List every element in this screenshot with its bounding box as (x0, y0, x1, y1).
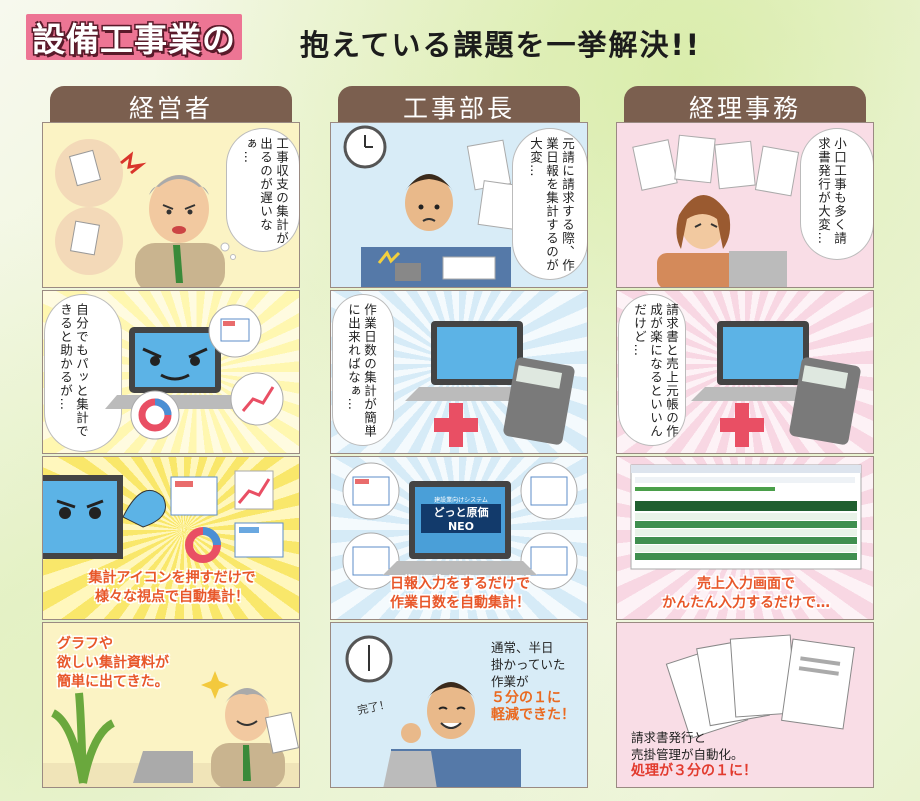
manager-result-text: 通常、半日 掛かっていた 作業が ５分の１に 軽減できた！ (491, 639, 575, 724)
caption-line: 簡単に出てきた。 (57, 674, 169, 690)
executive-thought-1: 工事収支の集計が出るのが遅いなぁ… (242, 137, 289, 245)
software-logo-small: 建設業向けシステム (434, 497, 488, 504)
header-highlight-box: 設備工事業の (26, 14, 242, 60)
caption-line: 作業日数を自動集計！ (390, 595, 530, 611)
column-header-manager: 工事部長 (338, 86, 580, 128)
accounting-panel-2: 請求書と売上元帳の作成が楽になるといいんだけど… (616, 290, 874, 454)
executive-caption-3: 集計アイコンを押すだけで 様々な視点で自動集計！ (43, 569, 299, 607)
smiling-laptop-illustration (105, 304, 284, 440)
caption-line: 売上入力画面で (697, 576, 795, 592)
accounting-panel-4: 請求書発行と 売掛管理が自動化。 処理が３分の１に！ (616, 622, 874, 788)
laptop-calculator-illustration (691, 321, 861, 447)
result-highlight: 処理が３分の１に！ (631, 763, 757, 779)
page-header: 設備工事業の 抱えている課題を一挙解決!! (0, 8, 920, 66)
software-logo: 建設業向けシステム どっと原価NEO (421, 495, 501, 533)
manager-panel-4: 完了！ 通常、半日 掛かっていた 作業が ５分の１に 軽減できた！ (330, 622, 588, 788)
caption-line: かんたん入力するだけで… (662, 595, 830, 611)
manager-thought-2: 作業日数の集計が簡単に出来ればなぁ… (346, 303, 377, 438)
accounting-result-text: 請求書発行と 売掛管理が自動化。 処理が３分の１に！ (631, 729, 757, 780)
speech-bubble (227, 129, 299, 251)
executive-panel-3: 集計アイコンを押すだけで 様々な視点で自動集計！ (42, 456, 300, 620)
caption-line: 様々な視点で自動集計！ (95, 589, 249, 605)
result-highlight: 軽減できた！ (491, 707, 575, 723)
caption-line: グラフや (57, 636, 113, 652)
executive-worried-illustration (55, 139, 236, 287)
executive-panel-1: 工事収支の集計が出るのが遅いなぁ… (42, 122, 300, 288)
result-line: 通常、半日 (491, 640, 554, 655)
software-logo-name: どっと原価NEO (421, 504, 501, 533)
speech-bubble (801, 129, 873, 259)
result-line: 掛かっていた (491, 657, 566, 672)
invoice-documents-illustration (665, 634, 855, 739)
manager-panel-2: 作業日数の集計が簡単に出来ればなぁ… (330, 290, 588, 454)
column-header-accounting: 経理事務 (624, 86, 866, 128)
accounting-thought-1: 小口工事も多く請求書発行が大変… (816, 137, 847, 245)
caption-line: 集計アイコンを押すだけで (88, 570, 256, 586)
thought-bubble (45, 295, 121, 451)
accounting-overwhelmed-illustration (632, 134, 800, 287)
manager-busy-illustration (343, 125, 521, 287)
executive-panel-2: 自分でもパッと集計できると助かるが… (42, 290, 300, 454)
accounting-panel-1: 小口工事も多く請求書発行が大変… (616, 122, 874, 288)
result-line: 請求書発行と (631, 730, 707, 745)
manager-ok-illustration (345, 635, 521, 787)
result-line: 売掛管理が自動化。 (631, 747, 744, 762)
column-header-executive: 経営者 (50, 86, 292, 128)
speech-bubble (513, 129, 587, 279)
caption-line: 日報入力をするだけで (390, 576, 530, 592)
thought-bubble (619, 295, 685, 445)
header-title-text: 抱えている課題を一挙解決!! (300, 28, 702, 62)
laptop-calculator-illustration (405, 321, 575, 447)
thought-bubble (333, 295, 393, 445)
accounting-thought-2: 請求書と売上元帳の作成が楽になるといいんだけど… (632, 303, 679, 438)
happy-executive-illustration (43, 671, 299, 787)
manager-caption-3: 日報入力をするだけで 作業日数を自動集計！ (331, 575, 587, 613)
accounting-caption-3: 売上入力画面で かんたん入力するだけで… (617, 575, 873, 613)
header-highlight-text: 設備工事業の (32, 20, 236, 59)
result-line: 作業が (491, 674, 529, 689)
executive-caption-4: グラフや 欲しい集計資料が 簡単に出てきた。 (57, 635, 169, 692)
manager-thought-1: 元請に請求する際、作業日報を集計するのが大変… (528, 137, 575, 272)
executive-thought-2: 自分でもパッと集計できると助かるが… (58, 303, 89, 438)
result-highlight: ５分の１に (491, 690, 561, 706)
strong-laptop-illustration (43, 470, 284, 563)
sales-entry-screen-illustration (630, 464, 862, 570)
accounting-panel-3: 売上入力画面で かんたん入力するだけで… (616, 456, 874, 620)
caption-line: 欲しい集計資料が (57, 655, 169, 671)
manager-panel-3: 建設業向けシステム どっと原価NEO 日報入力をするだけで 作業日数を自動集計！ (330, 456, 588, 620)
executive-panel-4: グラフや 欲しい集計資料が 簡単に出てきた。 (42, 622, 300, 788)
manager-panel-1: 元請に請求する際、作業日報を集計するのが大変… (330, 122, 588, 288)
